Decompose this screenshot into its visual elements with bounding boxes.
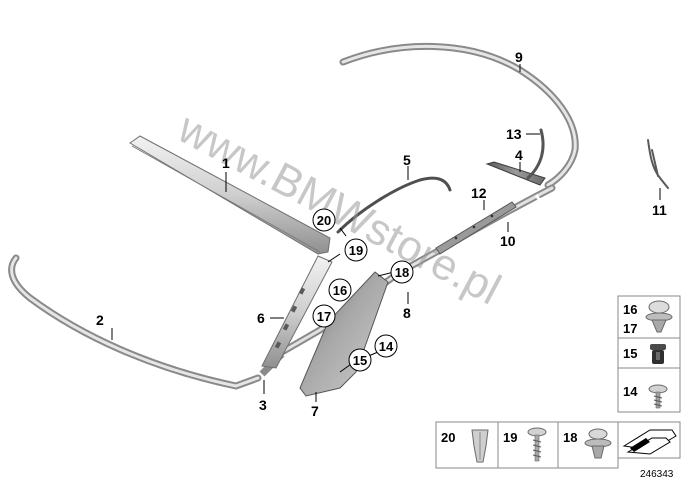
legend-label-14: 14 <box>623 384 638 399</box>
trim-part-6 <box>261 255 333 369</box>
circle-label-19: 19 <box>349 243 363 258</box>
label-part-3: 3 <box>259 397 267 413</box>
circled-labels: 20 19 16 17 18 15 14 <box>312 208 414 372</box>
legend-label-18: 18 <box>563 430 577 445</box>
label-part-1: 1 <box>222 155 230 171</box>
reference-number: 246343 <box>640 469 674 480</box>
label-part-8: 8 <box>403 305 411 321</box>
pillar-6-holes <box>274 287 306 349</box>
trim-part-5 <box>336 176 452 234</box>
trim-part-13 <box>526 128 545 180</box>
legend-side: 16 17 15 14 <box>617 295 681 413</box>
circle-label-16: 16 <box>333 283 347 298</box>
circle-label-15: 15 <box>353 353 367 368</box>
clip-icon <box>471 429 489 463</box>
arrow-icon <box>622 429 677 455</box>
clip-icon <box>584 428 612 459</box>
trim-part-9 <box>339 42 579 189</box>
trim-part-11 <box>647 139 669 189</box>
part-12-holes <box>454 214 494 240</box>
legend-label-17: 17 <box>623 321 637 336</box>
trim-part-4 <box>485 161 546 186</box>
circle-label-20: 20 <box>317 213 331 228</box>
label-part-10: 10 <box>500 233 516 249</box>
trim-part-7 <box>299 271 389 397</box>
legend-label-16: 16 <box>623 302 637 317</box>
plug-icon <box>650 344 666 364</box>
label-part-9: 9 <box>515 49 523 65</box>
screw-icon <box>648 384 668 409</box>
clip-icon <box>645 300 673 333</box>
label-part-4: 4 <box>515 147 523 163</box>
legend-label-20: 20 <box>441 430 455 445</box>
trim-part-12 <box>435 201 517 255</box>
label-part-12: 12 <box>471 185 487 201</box>
label-part-5: 5 <box>403 152 411 168</box>
label-part-7: 7 <box>311 403 319 419</box>
label-part-13: 13 <box>506 126 522 142</box>
circle-label-17: 17 <box>317 309 331 324</box>
legend-label-15: 15 <box>623 346 637 361</box>
circle-label-18: 18 <box>395 265 409 280</box>
circle-label-14: 14 <box>379 339 394 354</box>
label-part-2: 2 <box>96 312 104 328</box>
screw-icon <box>527 427 547 462</box>
legend-label-19: 19 <box>503 430 517 445</box>
legend-bottom: 20 19 18 <box>435 421 681 469</box>
label-part-6: 6 <box>257 310 265 326</box>
trim-part-1 <box>129 135 331 255</box>
label-part-11: 11 <box>652 202 667 218</box>
trim-part-2 <box>8 254 262 390</box>
